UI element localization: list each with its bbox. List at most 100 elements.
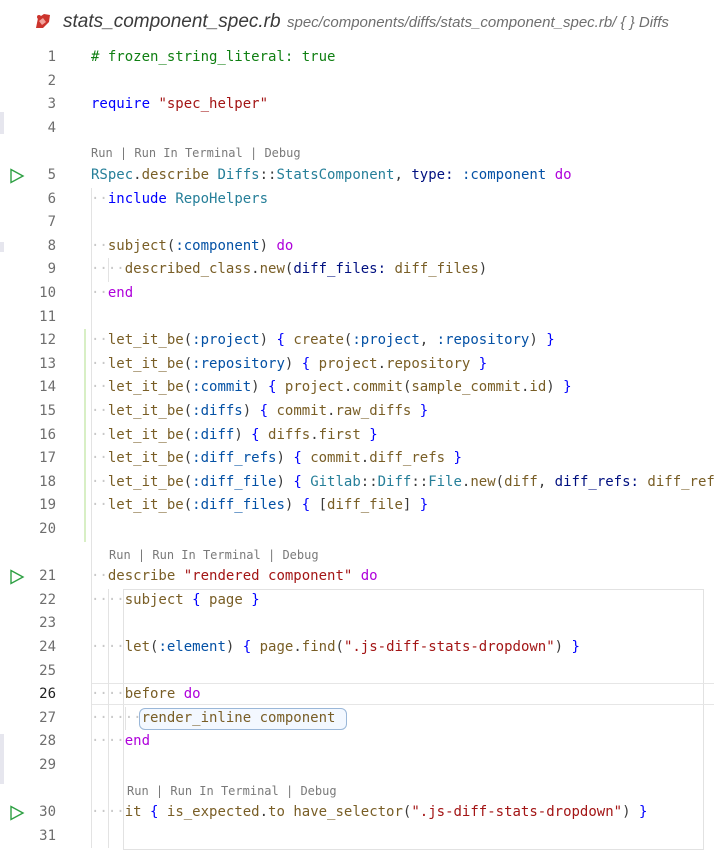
line-number: 31: [39, 827, 56, 844]
line-number: 19: [39, 497, 56, 514]
line-number: 5: [47, 167, 56, 183]
code-text: # frozen_string_literal: true: [91, 49, 336, 65]
code-text: ··subject(:component) do: [91, 237, 294, 254]
code-line[interactable]: 22····subject { page }: [0, 589, 714, 613]
code-line[interactable]: 27······render_inline component: [0, 707, 714, 731]
codelens-run-link[interactable]: Run: [109, 547, 131, 562]
code-text: ····described_class.new(diff_files: diff…: [91, 261, 488, 278]
line-number: 23: [39, 615, 56, 632]
current-line-highlight: [91, 683, 714, 706]
codelens-run-link[interactable]: Run: [91, 146, 113, 161]
line-number: 2: [47, 72, 56, 89]
line-number: 4: [47, 119, 56, 136]
code-line[interactable]: 7: [0, 211, 714, 235]
code-text: ····end: [91, 733, 151, 750]
code-text: ··let_it_be(:repository) { project.repos…: [91, 355, 488, 372]
modified-line-marker: [84, 352, 86, 377]
code-line[interactable]: 20: [0, 518, 714, 542]
code-line[interactable]: 21 ··describe "rendered component" do: [0, 565, 714, 589]
line-number: 11: [39, 308, 56, 325]
code-line[interactable]: 3 require "spec_helper": [0, 93, 714, 117]
line-number: 8: [47, 237, 56, 254]
run-test-icon[interactable]: [9, 168, 25, 184]
code-text: ··describe "rendered component" do: [91, 568, 378, 585]
run-test-icon[interactable]: [9, 805, 25, 821]
line-number: 13: [39, 355, 56, 372]
code-line[interactable]: 19 ··let_it_be(:diff_files) { [diff_file]…: [0, 494, 714, 518]
code-text: ··let_it_be(:diff_files) { [diff_file] }: [91, 497, 429, 514]
line-number: 12: [39, 332, 56, 349]
code-line[interactable]: 10··end: [0, 282, 714, 306]
code-text: ··include RepoHelpers: [91, 190, 269, 207]
codelens: Run | Run In Terminal | Debug: [109, 545, 319, 565]
indent-guide: [107, 258, 109, 282]
code-line[interactable]: 9 ····described_class.new(diff_files: dif…: [0, 258, 714, 282]
line-number: 3: [47, 96, 56, 113]
line-number: 6: [47, 190, 56, 207]
line-number: 7: [47, 214, 56, 231]
line-number: 28: [39, 733, 56, 750]
modified-line-marker: [84, 329, 86, 353]
code-line[interactable]: 30 ····it { is_expected.to have_selector(…: [0, 801, 714, 825]
codelens-run-link[interactable]: Run: [127, 783, 149, 798]
modified-line-marker: [84, 470, 86, 495]
code-line[interactable]: 16··let_it_be(:diff) { diffs.first }: [0, 423, 714, 448]
code-line[interactable]: 25: [0, 660, 714, 684]
code-line[interactable]: 14 ··let_it_be(:commit) { project.commit(…: [0, 376, 714, 400]
codelens-run-in-terminal-link[interactable]: Run In Terminal: [170, 783, 279, 798]
code-line[interactable]: 4: [0, 117, 714, 141]
line-number: 30: [39, 804, 56, 821]
code-line[interactable]: 1# frozen_string_literal: true: [0, 46, 714, 70]
code-line[interactable]: 13 ··let_it_be(:repository) { project.rep…: [0, 352, 714, 377]
activity-edge: [0, 44, 4, 822]
codelens-line-21: Run | Run In Terminal | Debug: [0, 542, 714, 566]
modified-line-marker: [84, 518, 86, 542]
run-test-icon[interactable]: [9, 569, 25, 585]
line-number: 10: [39, 285, 56, 301]
line-number: 17: [39, 450, 56, 467]
codelens: Run | Run In Terminal | Debug: [91, 143, 301, 163]
code-line[interactable]: 24····let(:element) { page.find(".js-dif…: [0, 636, 714, 660]
line-number: 21: [39, 568, 56, 585]
line-number: 18: [39, 473, 56, 490]
line-number: 14: [39, 379, 56, 396]
code-text: ····it { is_expected.to have_selector(".…: [91, 804, 648, 821]
code-line[interactable]: 2: [0, 70, 714, 94]
codelens-debug-link[interactable]: Debug: [264, 146, 301, 161]
line-number: 20: [39, 521, 56, 537]
breadcrumb[interactable]: spec/components/diffs/stats_component_sp…: [287, 14, 669, 31]
indent-guide: [124, 706, 126, 731]
line-number: 15: [39, 403, 56, 419]
codelens-debug-link[interactable]: Debug: [300, 783, 337, 798]
codelens-separator: |: [278, 783, 301, 798]
indent-guide: [91, 187, 92, 849]
file-name[interactable]: stats_component_spec.rb: [63, 11, 281, 32]
code-line[interactable]: 6 ··include RepoHelpers: [0, 188, 714, 212]
codelens-separator: |: [112, 146, 135, 161]
line-number: 29: [39, 757, 56, 773]
code-line[interactable]: 17 ··let_it_be(:diff_refs) { commit.diff_…: [0, 447, 714, 471]
code-line[interactable]: 23: [0, 612, 714, 636]
code-text: require "spec_helper": [91, 96, 269, 113]
codelens-debug-link[interactable]: Debug: [282, 547, 319, 562]
code-line[interactable]: 15··let_it_be(:diffs) { commit.raw_diffs…: [0, 400, 714, 424]
code-line[interactable]: 8 ··subject(:component) do: [0, 235, 714, 259]
codelens-line-30: Run | Run In Terminal | Debug: [0, 778, 714, 802]
code-line[interactable]: 12 ··let_it_be(:project) { create(:projec…: [0, 329, 714, 353]
code-line[interactable]: 11: [0, 306, 714, 330]
code-line[interactable]: 18··let_it_be(:diff_file) { Gitlab::Diff…: [0, 470, 714, 495]
code-text: ··let_it_be(:project) { create(:project,…: [91, 332, 555, 349]
code-text: ··let_it_be(:diff_refs) { commit.diff_re…: [91, 450, 462, 467]
code-text: ··let_it_be(:commit) { project.commit(sa…: [91, 379, 572, 396]
codelens-run-in-terminal-link[interactable]: Run In Terminal: [152, 547, 261, 562]
code-text: ····subject { page }: [91, 591, 260, 608]
codelens-separator: |: [148, 783, 171, 798]
codelens-run-in-terminal-link[interactable]: Run In Terminal: [134, 146, 243, 161]
line-number: 9: [47, 261, 56, 278]
codelens-separator: |: [260, 547, 283, 562]
modified-line-marker: [84, 423, 86, 448]
code-line[interactable]: 28 ····end: [0, 730, 714, 754]
code-line[interactable]: 29: [0, 754, 714, 778]
